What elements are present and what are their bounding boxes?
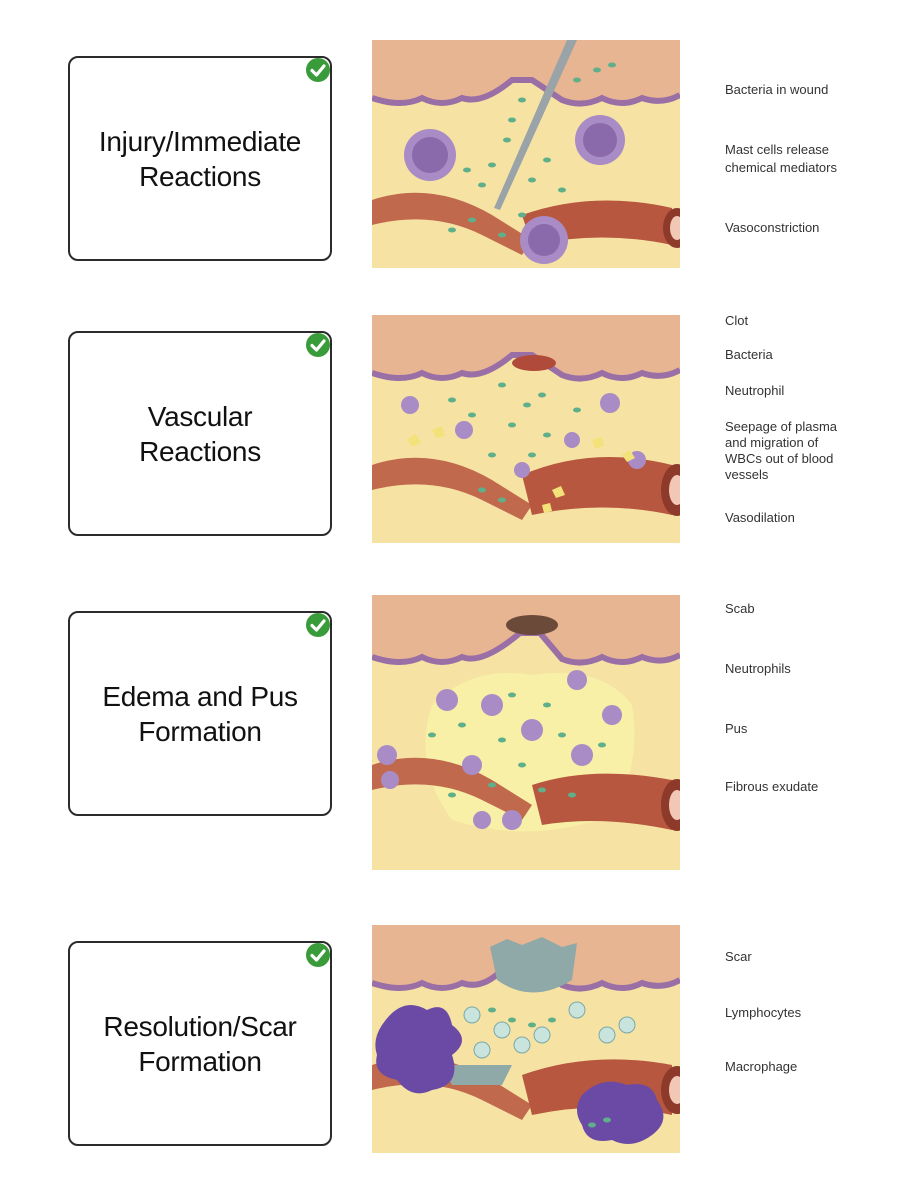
stage-resolution: Resolution/Scar Formation Scar Lymp: [0, 925, 914, 1155]
edema-illustration: [372, 595, 680, 870]
label-neutrophil: Neutrophil: [725, 383, 785, 398]
label-bacteria-in-wound: Bacteria in wound: [725, 82, 829, 97]
resolution-illustration: [372, 925, 680, 1153]
answer-line: Vascular: [147, 400, 253, 432]
answer-text: Injury/Immediate Reactions: [99, 124, 301, 194]
label-bacteria: Bacteria: [725, 347, 773, 362]
label-pus: Pus: [725, 721, 748, 736]
answer-line: Edema and Pus: [102, 680, 298, 712]
answer-box-vascular[interactable]: Vascular Reactions: [68, 331, 332, 536]
answer-line: Resolution/Scar: [103, 1010, 297, 1042]
injury-illustration: [372, 40, 680, 268]
answer-line: Injury/Immediate: [98, 125, 302, 157]
label-lymphocytes: Lymphocytes: [725, 1005, 802, 1020]
check-icon: [306, 943, 330, 967]
label-fibrous-exudate: Fibrous exudate: [725, 779, 819, 794]
label-vasoconstriction: Vasoconstriction: [725, 220, 820, 235]
stage-edema: Edema and Pus Formation: [0, 595, 914, 870]
label-mast-cells-2: chemical mediators: [725, 160, 837, 175]
label-seepage: Seepage of plasma: [725, 419, 838, 434]
label-seepage-2: and migration of: [725, 435, 819, 450]
label-scab: Scab: [725, 601, 755, 616]
stage-vascular: Vascular Reactions: [0, 313, 914, 545]
answer-text: Resolution/Scar Formation: [103, 1009, 296, 1079]
label-macrophage: Macrophage: [725, 1059, 798, 1074]
label-mast-cells: Mast cells release: [725, 142, 830, 157]
vascular-illustration: [372, 315, 680, 543]
label-scar: Scar: [725, 949, 752, 964]
label-clot: Clot: [725, 313, 749, 328]
answer-line: Formation: [138, 715, 262, 747]
answer-text: Vascular Reactions: [139, 399, 261, 469]
answer-box-resolution[interactable]: Resolution/Scar Formation: [68, 941, 332, 1146]
label-neutrophils: Neutrophils: [725, 661, 791, 676]
answer-box-edema[interactable]: Edema and Pus Formation: [68, 611, 332, 816]
label-seepage-3: WBCs out of blood: [725, 451, 834, 466]
stage-injury: Injury/Immediate Reactions Bacter: [0, 40, 914, 270]
answer-text: Edema and Pus Formation: [102, 679, 298, 749]
check-icon: [306, 333, 330, 357]
answer-box-injury[interactable]: Injury/Immediate Reactions: [68, 56, 332, 261]
answer-line: Reactions: [139, 435, 261, 467]
check-icon: [306, 613, 330, 637]
check-icon: [306, 58, 330, 82]
answer-line: Reactions: [139, 160, 261, 192]
answer-line: Formation: [138, 1045, 262, 1077]
label-vasodilation: Vasodilation: [725, 510, 795, 525]
label-seepage-4: vessels: [725, 467, 769, 482]
